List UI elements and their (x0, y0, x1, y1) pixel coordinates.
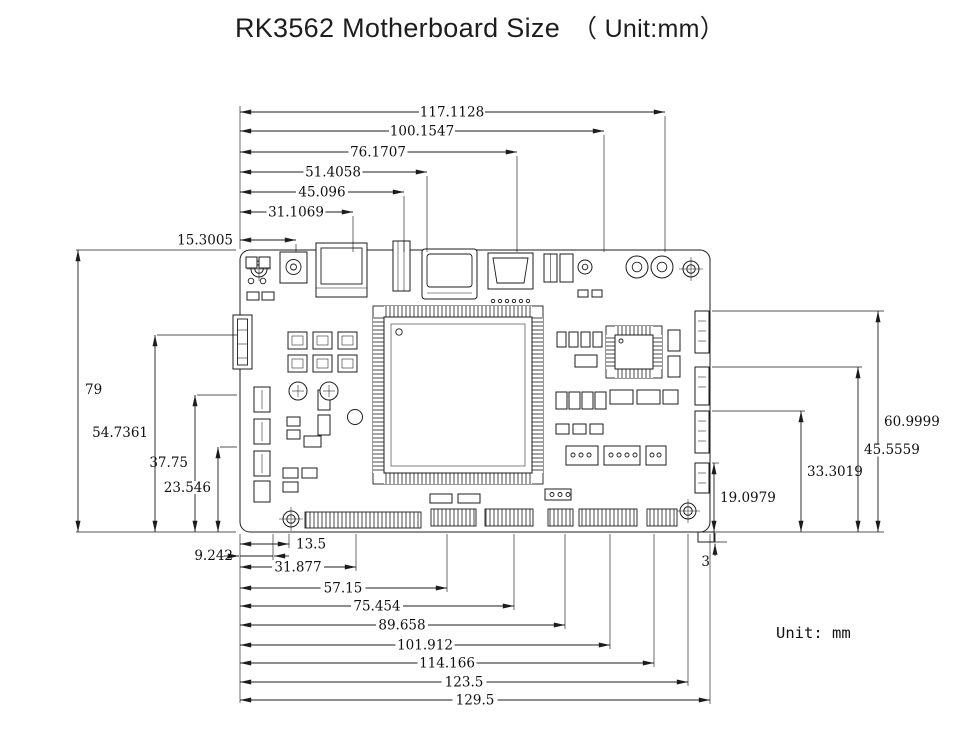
dim-label: 57.15 (324, 581, 363, 597)
cpu-chip (372, 305, 544, 485)
page-title: RK3562 Motherboard Size （ Unit:mm） (0, 9, 960, 45)
smd-components-left (253, 331, 358, 503)
dim-label: 37.75 (149, 455, 188, 471)
usb-connector (392, 240, 411, 292)
dim-top-15-3005: 15.3005 (177, 233, 297, 252)
bottom-tab (697, 531, 715, 543)
dim-bottom-101-912: 101.912 (240, 534, 611, 654)
dim-right-3: 3 (701, 533, 727, 570)
dim-label: 45.5559 (864, 442, 920, 458)
dim-bottom-114-166: 114.166 (240, 534, 655, 672)
dim-right-19-0979: 19.0979 (711, 462, 776, 532)
dim-label: 76.1707 (350, 145, 406, 161)
dim-bottom-31-877: 31.877 (240, 534, 357, 576)
dim-label: 75.454 (353, 599, 400, 615)
dim-top-76-1707: 76.1707 (240, 145, 518, 252)
title-main: RK3562 Motherboard Size (234, 13, 561, 43)
dim-label: 129.5 (456, 693, 495, 709)
dim-top-45-096: 45.096 (240, 185, 405, 252)
dim-label: 19.0979 (720, 490, 776, 506)
board-drawing (232, 240, 715, 543)
left-edge-connector (232, 314, 253, 370)
dim-label: 9.242 (194, 548, 233, 564)
dim-bottom-57-15: 57.15 (240, 534, 448, 597)
dim-top-51-4058: 51.4058 (240, 165, 428, 252)
dim-label: 114.166 (419, 656, 475, 672)
dc-jack (279, 251, 308, 284)
dim-right-60-9999: 60.9999 (712, 310, 940, 532)
dim-bottom-75-454: 75.454 (240, 534, 515, 615)
hdmi-connector (487, 252, 534, 304)
dim-top-117-1128: 117.1128 (240, 105, 666, 252)
dim-top-100-1547: 100.1547 (240, 124, 605, 252)
dimensions-right: 60.9999 45.5559 33.3019 19.0979 3 (701, 310, 940, 570)
dim-label: 89.658 (378, 618, 425, 634)
dimensions-bottom: 13.5 31.877 57.15 75.454 89.658 (239, 534, 711, 709)
dim-top-31-1069: 31.1069 (240, 205, 354, 252)
dim-label: 100.1547 (390, 124, 454, 140)
dim-left-54-7361: 54.7361 (92, 334, 237, 532)
dim-right-33-3019: 33.3019 (712, 410, 863, 532)
dim-left-9-242: 9.242 (194, 534, 289, 564)
dim-label: 54.7361 (92, 425, 148, 441)
dim-label: 31.1069 (268, 205, 324, 221)
unit-note: Unit: mm (776, 624, 851, 642)
pmic-chip (605, 325, 663, 379)
dim-left-37-75: 37.75 (149, 394, 237, 532)
dim-label: 3 (701, 554, 710, 570)
dim-bottom-129-5: 129.5 (240, 534, 711, 709)
dim-bottom-13-5: 13.5 (240, 534, 326, 553)
dim-left-79: 79 (75, 250, 102, 532)
dim-label: 117.1128 (420, 105, 484, 121)
dim-label: 79 (85, 382, 102, 398)
dim-label: 51.4058 (305, 165, 361, 181)
dim-right-45-5559: 45.5559 (712, 366, 925, 532)
dimensions-top: 117.1128 100.1547 76.1707 51.4058 45.096 (177, 105, 666, 252)
dim-label: 23.546 (164, 480, 211, 496)
ethernet-usb-connector (315, 242, 368, 298)
capacitors (288, 381, 363, 425)
dimensions-left: 79 54.7361 37.75 23.546 9.242 (75, 249, 289, 564)
dim-label: 123.5 (445, 675, 484, 691)
dim-bottom-123-5: 123.5 (240, 534, 689, 691)
smd-components-top (543, 253, 603, 298)
dim-label: 45.096 (298, 185, 345, 201)
dim-label: 13.5 (296, 537, 326, 553)
dim-label: 15.3005 (177, 233, 233, 249)
smd-components-right (429, 329, 681, 504)
smd-components-top-left (245, 256, 275, 301)
sd-card-slot (421, 248, 478, 300)
dim-label: 33.3019 (807, 464, 863, 480)
audio-jack (577, 259, 593, 275)
bottom-pin-headers (304, 508, 678, 529)
av-jack (625, 255, 674, 279)
dim-label: 31.877 (274, 560, 321, 576)
title-unit-note: （ Unit:mm） (572, 15, 726, 43)
dim-label: 101.912 (397, 638, 453, 654)
dim-left-23-546: 23.546 (162, 446, 237, 532)
right-edge-connectors (694, 310, 710, 494)
dim-bottom-89-658: 89.658 (240, 534, 566, 634)
dim-label: 60.9999 (884, 414, 940, 430)
